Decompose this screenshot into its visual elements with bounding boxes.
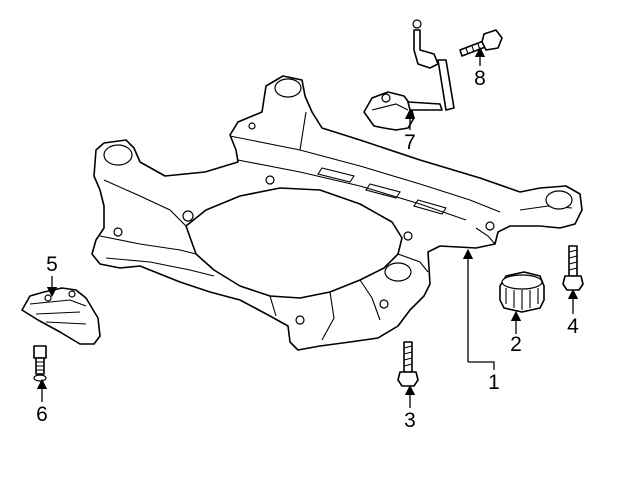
callout-8: 8 xyxy=(474,67,486,90)
bushing-mount xyxy=(499,271,545,313)
bolt-part-3 xyxy=(397,341,419,387)
stud-part-6 xyxy=(33,345,47,382)
callout-5: 5 xyxy=(46,253,58,276)
callout-leaders xyxy=(36,46,579,408)
callout-3: 3 xyxy=(404,409,416,432)
callout-4: 4 xyxy=(567,315,579,338)
shield-bracket xyxy=(21,287,101,345)
callout-6: 6 xyxy=(36,403,48,426)
bolt-part-4 xyxy=(562,245,584,291)
callout-1: 1 xyxy=(488,371,500,394)
subframe-crossmember xyxy=(91,75,583,351)
height-sensor xyxy=(363,19,455,131)
callout-7: 7 xyxy=(404,131,416,154)
callout-2: 2 xyxy=(510,333,522,356)
bolt-part-8 xyxy=(459,29,503,57)
